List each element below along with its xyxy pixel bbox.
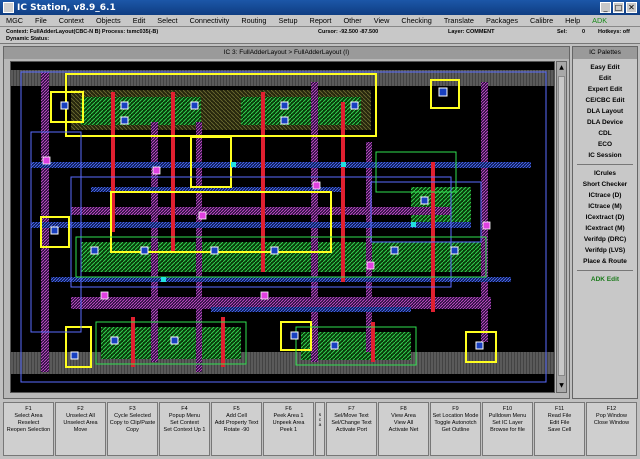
palette-icextract-d[interactable]: ICextract (D) xyxy=(585,214,625,221)
palette-separator xyxy=(577,164,633,165)
palette-adk-edit[interactable]: ADK Edit xyxy=(590,276,620,283)
menu-mgc[interactable]: MGC xyxy=(6,16,24,25)
status-area: Context: FullAdderLayout(CBC-N B) Proces… xyxy=(0,27,640,44)
menu-objects[interactable]: Objects xyxy=(95,16,121,25)
context-status: Context: FullAdderLayout(CBC-N B) Proces… xyxy=(6,29,159,35)
palette-edit[interactable]: Edit xyxy=(598,75,612,82)
ic-palettes-panel: IC Palettes Easy Edit Edit Expert Edit C… xyxy=(572,46,638,399)
cursor-readout: Cursor: -92.500 -87.500 xyxy=(318,29,379,35)
palette-place-route[interactable]: Place & Route xyxy=(583,258,627,265)
menu-file[interactable]: File xyxy=(35,16,47,25)
palette-easy-edit[interactable]: Easy Edit xyxy=(590,64,620,71)
window-titlebar: IC Station, v8.9_6.1 _ □ ✕ xyxy=(0,0,640,15)
menu-report[interactable]: Report xyxy=(309,16,332,25)
scroll-up-icon[interactable]: ▲ xyxy=(559,64,564,71)
scroll-thumb[interactable] xyxy=(558,76,565,376)
sel-label: Sel: xyxy=(557,29,568,35)
palette-separator xyxy=(577,270,633,271)
menu-help[interactable]: Help xyxy=(565,16,581,25)
menu-bar: MGC File Context Objects Edit Select Con… xyxy=(0,15,640,27)
palette-expert-edit[interactable]: Expert Edit xyxy=(587,86,623,93)
window-title: IC Station, v8.9_6.1 xyxy=(17,2,116,13)
sel-count: 0 xyxy=(582,29,586,35)
menu-other[interactable]: Other xyxy=(343,16,362,25)
maximize-button[interactable]: □ xyxy=(613,2,624,13)
menu-setup[interactable]: Setup xyxy=(278,16,298,25)
menu-checking[interactable]: Checking xyxy=(401,16,432,25)
palette-ce-cbc-edit[interactable]: CE/CBC Edit xyxy=(585,97,625,104)
menu-routing[interactable]: Routing xyxy=(241,16,267,25)
palette-eco[interactable]: ECO xyxy=(597,141,613,148)
palette-short-checker[interactable]: Short Checker xyxy=(582,181,628,188)
palette-ictrace-d[interactable]: ICtrace (D) xyxy=(588,192,622,199)
palette-verifdp-drc[interactable]: Verifdp (DRC) xyxy=(583,236,627,243)
close-button[interactable]: ✕ xyxy=(626,2,637,13)
palette-ic-session[interactable]: IC Session xyxy=(588,152,622,159)
menu-edit[interactable]: Edit xyxy=(132,16,146,25)
dynamic-status: Dynamic Status: xyxy=(6,36,50,42)
layout-window-title: IC 3: FullAdderLayout > FullAdderLayout … xyxy=(4,47,569,59)
vertical-scrollbar[interactable]: ▲ ▼ xyxy=(556,61,567,393)
palette-dla-device[interactable]: DLA Device xyxy=(587,119,623,126)
layer-readout: Layer: COMMENT xyxy=(448,29,495,35)
scroll-down-icon[interactable]: ▼ xyxy=(559,382,564,389)
layout-canvas[interactable] xyxy=(10,61,555,393)
hotkeys-status: Hotkeys: off xyxy=(598,29,630,35)
palette-ictrace-m[interactable]: ICtrace (M) xyxy=(588,203,622,210)
palette-verifdp-lvs[interactable]: Verifdp (LVS) xyxy=(584,247,626,254)
menu-select[interactable]: Select xyxy=(157,16,178,25)
layout-window: IC 3: FullAdderLayout > FullAdderLayout … xyxy=(3,46,570,399)
palette-title: IC Palettes xyxy=(573,47,637,59)
menu-context[interactable]: Context xyxy=(58,16,84,25)
palette-icextract-m[interactable]: ICextract (M) xyxy=(585,225,625,232)
app-icon xyxy=(3,2,14,13)
palette-cdl[interactable]: CDL xyxy=(598,130,612,137)
minimize-button[interactable]: _ xyxy=(600,2,611,13)
layout-drawing[interactable] xyxy=(11,62,555,393)
palette-icrules[interactable]: ICrules xyxy=(593,170,617,177)
menu-adk[interactable]: ADK xyxy=(592,16,608,25)
menu-calibre[interactable]: Calibre xyxy=(530,16,554,25)
menu-translate[interactable]: Translate xyxy=(443,16,474,25)
menu-packages[interactable]: Packages xyxy=(485,16,519,25)
menu-connectivity[interactable]: Connectivity xyxy=(189,16,230,25)
palette-dla-layout[interactable]: DLA Layout xyxy=(586,108,624,115)
menu-view[interactable]: View xyxy=(373,16,390,25)
